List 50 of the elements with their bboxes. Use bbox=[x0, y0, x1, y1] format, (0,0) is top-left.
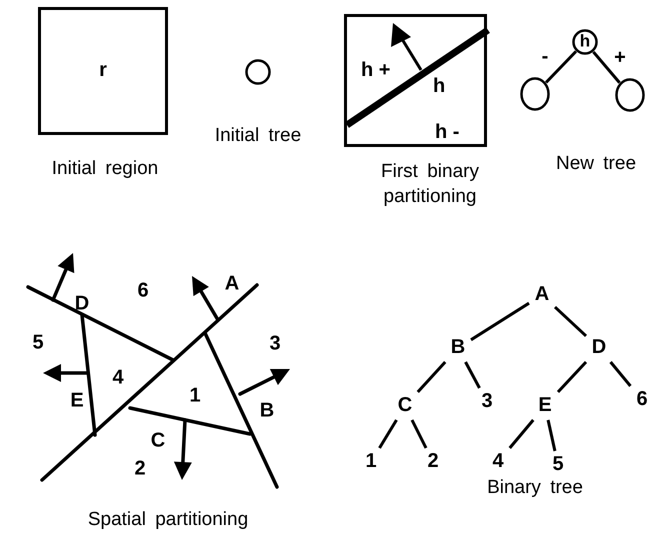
tree-node-circle bbox=[572, 29, 598, 55]
tree-node-label: C bbox=[398, 394, 412, 418]
region-number: 1 bbox=[189, 384, 201, 408]
tree-edge-line bbox=[464, 361, 481, 389]
tree-node-label: A bbox=[534, 283, 550, 306]
tree-node-label: D bbox=[592, 336, 606, 360]
caption: Binary tree bbox=[487, 476, 583, 500]
plane-label: B bbox=[260, 400, 274, 422]
tree-node-circle bbox=[245, 59, 271, 85]
tree-node-label: E bbox=[538, 394, 552, 418]
tree-node-circle bbox=[615, 78, 645, 112]
tree-node-circle bbox=[520, 77, 550, 111]
region-number: 5 bbox=[32, 332, 44, 354]
plane-label: C bbox=[150, 430, 166, 452]
tree-edge-line bbox=[546, 420, 556, 452]
tree-edge-line bbox=[470, 302, 530, 342]
region-number: 3 bbox=[269, 332, 281, 356]
caption: Initial region bbox=[52, 157, 158, 181]
tree-node-label: 2 bbox=[427, 450, 439, 474]
tree-node-label: 3 bbox=[481, 390, 493, 414]
region-label: h + bbox=[361, 59, 390, 82]
tree-node-label: B bbox=[450, 336, 466, 360]
tree-node-label: 6 bbox=[636, 388, 648, 412]
region-number: 2 bbox=[134, 458, 146, 480]
plane-label: D bbox=[74, 292, 90, 316]
region-label: h bbox=[433, 75, 446, 98]
caption: Spatial partitioning bbox=[88, 508, 248, 532]
tree-node-label: 1 bbox=[365, 450, 377, 474]
tree-edge-line bbox=[508, 419, 534, 449]
tree-edge-line bbox=[609, 361, 632, 387]
region-number: 4 bbox=[112, 366, 124, 390]
caption: New tree bbox=[556, 152, 636, 176]
tree-edge-line bbox=[556, 360, 588, 394]
tree-edge-line bbox=[410, 419, 428, 449]
tree-node-label: 5 bbox=[552, 453, 564, 476]
region-label: h bbox=[580, 32, 590, 52]
tree-edge-line bbox=[416, 360, 446, 394]
tree-edge-line bbox=[592, 50, 621, 84]
caption: Initial tree bbox=[214, 124, 302, 148]
caption: First binary partitioning bbox=[380, 160, 480, 209]
region-box bbox=[38, 7, 168, 135]
plane-label: E bbox=[70, 390, 84, 412]
tree-edge-line bbox=[554, 306, 588, 338]
tree-node-label: 4 bbox=[492, 450, 504, 474]
tree-edge-line bbox=[544, 50, 578, 84]
tree-edge-line bbox=[378, 419, 398, 449]
plane-label: A bbox=[224, 272, 240, 296]
region-number: 6 bbox=[137, 280, 149, 302]
region-label: r bbox=[99, 59, 107, 82]
region-label: h - bbox=[435, 121, 460, 144]
